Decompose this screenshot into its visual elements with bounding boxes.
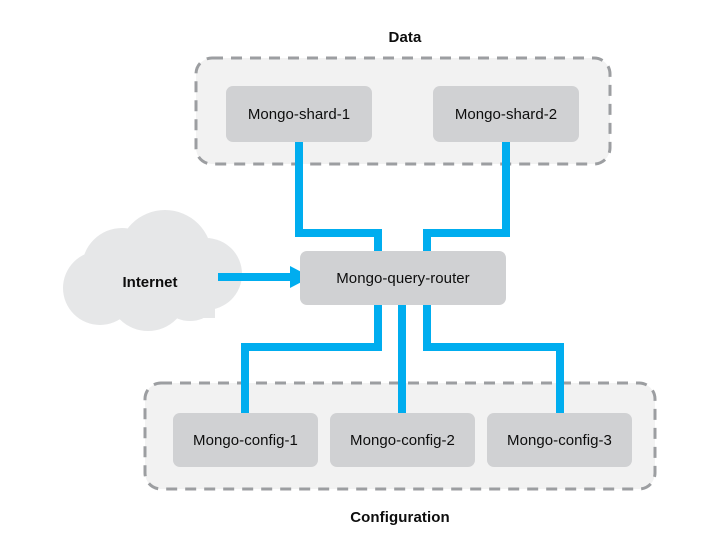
- node-mongo-config-2[interactable]: Mongo-config-2: [330, 413, 475, 467]
- node-internet-cloud[interactable]: Internet: [122, 274, 178, 291]
- connector-shard1-to-router: [295, 142, 382, 251]
- connector-router-to-config3: [423, 305, 564, 413]
- connector-shard2-to-router: [423, 142, 510, 251]
- node-mongo-shard-2[interactable]: Mongo-shard-2: [433, 86, 579, 142]
- node-mongo-config-3[interactable]: Mongo-config-3: [487, 413, 632, 467]
- connector-router-to-config1: [241, 305, 382, 413]
- node-mongo-query-router[interactable]: Mongo-query-router: [300, 251, 506, 305]
- node-mongo-config-1[interactable]: Mongo-config-1: [173, 413, 318, 467]
- internet-cloud-shape: [63, 210, 242, 331]
- group-label-data: Data: [388, 29, 422, 46]
- node-mongo-shard-1[interactable]: Mongo-shard-1: [226, 86, 372, 142]
- group-label-configuration: Configuration: [350, 509, 450, 526]
